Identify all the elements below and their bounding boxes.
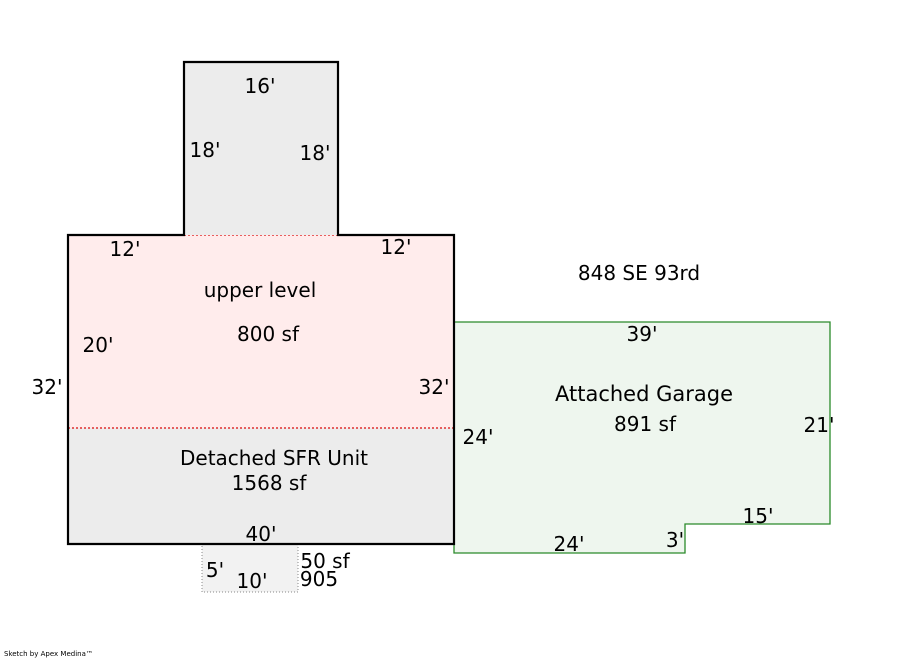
main-house-area: 1568 sf bbox=[232, 471, 308, 495]
bump-out-left-dim: 18' bbox=[190, 138, 221, 162]
bump-out-area bbox=[184, 62, 338, 235]
upper-top-left-dim: 12' bbox=[110, 237, 141, 261]
sketch-credit: Sketch by Apex Medina™ bbox=[4, 650, 93, 658]
upper-left-dim: 20' bbox=[83, 333, 114, 357]
porch-side-dim: 5' bbox=[206, 558, 224, 582]
garage-left-dim: 24' bbox=[463, 425, 494, 449]
garage-lower-right-dim: 15' bbox=[743, 504, 774, 528]
upper-top-right-dim: 12' bbox=[381, 235, 412, 259]
garage-step-dim: 3' bbox=[666, 528, 684, 552]
main-house-name: Detached SFR Unit bbox=[180, 446, 368, 470]
garage-area bbox=[453, 321, 831, 554]
garage-area: 891 sf bbox=[614, 412, 677, 436]
porch-area bbox=[201, 543, 299, 593]
address-label: 848 SE 93rd bbox=[578, 261, 700, 285]
house-right-dim: 32' bbox=[419, 375, 450, 399]
bump-out-right-dim: 18' bbox=[300, 141, 331, 165]
porch-area-label: 50 sf bbox=[300, 549, 350, 573]
upper-level-name: upper level bbox=[204, 278, 317, 302]
porch-bottom-dim: 10' bbox=[237, 569, 268, 593]
house-bottom-dim: 40' bbox=[246, 522, 277, 546]
upper-level-area bbox=[68, 235, 454, 428]
bump-out-top-dim: 16' bbox=[245, 74, 276, 98]
main-house-area bbox=[68, 428, 454, 544]
garage-right-dim: 21' bbox=[804, 413, 835, 437]
house-left-dim: 32' bbox=[32, 375, 63, 399]
upper-level-area: 800 sf bbox=[237, 322, 300, 346]
house-outline bbox=[66, 60, 456, 546]
garage-top-dim: 39' bbox=[627, 322, 658, 346]
garage-bottom-dim: 24' bbox=[554, 532, 585, 556]
porch-code-label: 905 bbox=[300, 567, 338, 591]
garage-name: Attached Garage bbox=[555, 382, 733, 406]
